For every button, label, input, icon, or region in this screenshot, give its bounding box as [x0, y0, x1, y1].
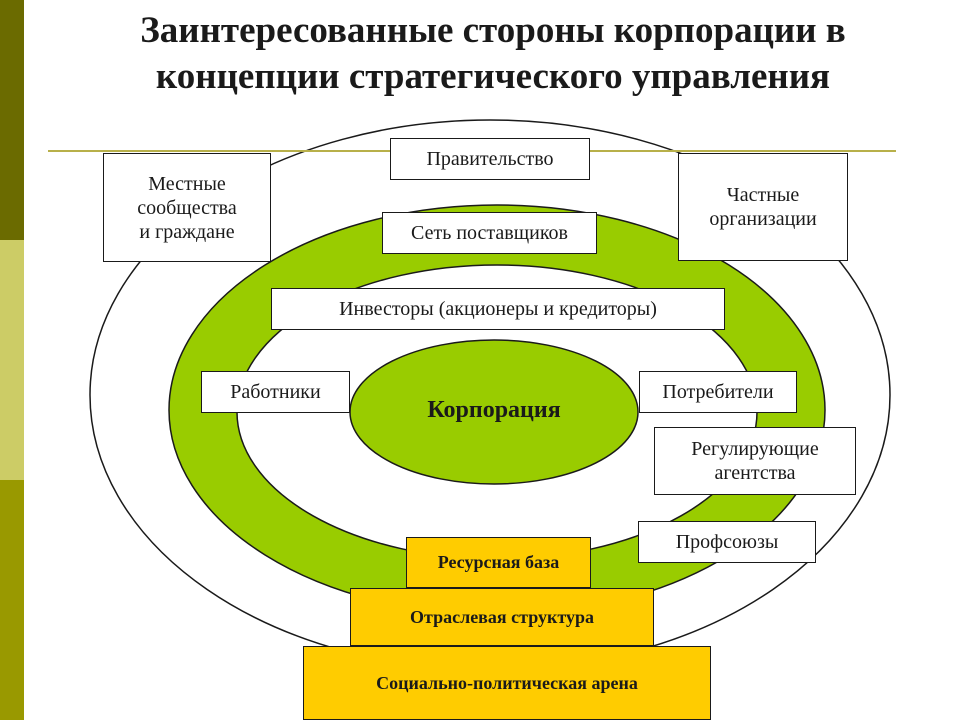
foundation-resource-base: Ресурсная база: [406, 537, 591, 588]
stakeholder-workers: Работники: [201, 371, 350, 413]
foundation-sociopolitical-arena: Социально-политическая арена: [303, 646, 711, 720]
government-label: Правительство: [426, 148, 554, 170]
sidebar-block-top: [0, 0, 24, 240]
stakeholder-unions: Профсоюзы: [638, 521, 816, 563]
sidebar-block-bottom: [0, 480, 24, 720]
sidebar-accent: [0, 0, 24, 720]
corporation-core: [349, 339, 639, 485]
private-orgs-line-1: Частные: [726, 184, 800, 206]
stakeholder-suppliers: Сеть поставщиков: [382, 212, 597, 254]
stakeholder-regulators: Регулирующие агентства: [654, 427, 856, 495]
regulators-line-2: агентства: [714, 462, 796, 484]
suppliers-label: Сеть поставщиков: [411, 222, 568, 244]
stakeholder-consumers: Потребители: [639, 371, 797, 413]
local-communities-line-3: и граждане: [139, 220, 235, 243]
foundation-industry-structure: Отраслевая структура: [350, 588, 654, 646]
unions-label: Профсоюзы: [675, 531, 779, 553]
investors-label: Инвесторы (акционеры и кредиторы): [339, 298, 657, 320]
page-title: Заинтересованные стороны корпорации в ко…: [28, 8, 958, 100]
industry-structure-label: Отраслевая структура: [410, 606, 594, 627]
stakeholder-investors: Инвесторы (акционеры и кредиторы): [271, 288, 725, 330]
local-communities-line-2: сообщества: [137, 196, 237, 219]
consumers-label: Потребители: [662, 381, 774, 403]
stakeholder-local-communities: Местные сообщества и граждане: [103, 153, 271, 262]
title-line-1: Заинтересованные стороны корпорации в: [140, 10, 846, 51]
regulators-line-1: Регулирующие: [691, 438, 819, 460]
sociopolitical-arena-label: Социально-политическая арена: [376, 672, 638, 693]
stakeholder-private-organizations: Частные организации: [678, 153, 848, 261]
workers-label: Работники: [230, 381, 321, 403]
title-line-2: концепции стратегического управления: [155, 56, 831, 97]
local-communities-line-1: Местные: [148, 172, 226, 195]
sidebar-block-middle: [0, 240, 24, 480]
resource-base-label: Ресурсная база: [437, 552, 560, 572]
corporation-label: Корпорация: [427, 397, 561, 423]
private-orgs-line-2: организации: [709, 208, 817, 230]
stakeholder-government: Правительство: [390, 138, 590, 180]
